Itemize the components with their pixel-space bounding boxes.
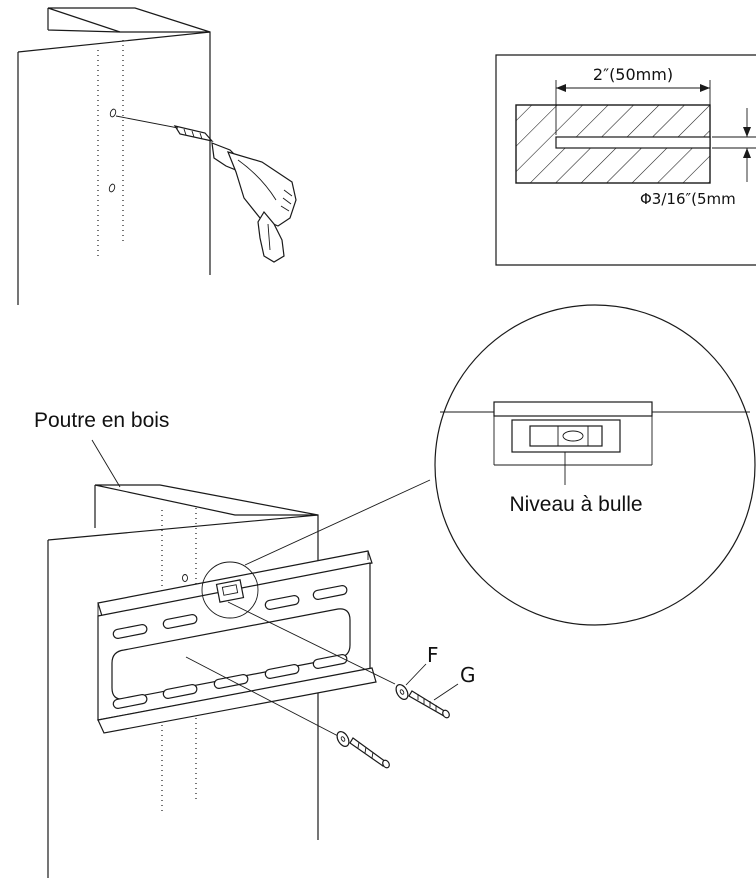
drill-icon bbox=[115, 115, 297, 263]
part-g-label: G bbox=[460, 663, 476, 687]
pilot-hole-upper bbox=[109, 108, 117, 118]
pilot-hole-lower bbox=[108, 183, 116, 193]
beam-label: Poutre en bois bbox=[34, 409, 169, 432]
leader-f bbox=[405, 663, 427, 686]
bubble-level-small bbox=[201, 561, 259, 619]
level-detail-circle bbox=[434, 304, 756, 626]
magnifier-leader bbox=[244, 479, 431, 566]
hole-depth-label: 2″(50mm) bbox=[593, 65, 673, 84]
leader-g bbox=[433, 683, 459, 701]
washer-bottom bbox=[336, 731, 350, 747]
level-label: Niveau à bulle bbox=[509, 493, 642, 516]
wall-stud-top bbox=[17, 7, 211, 305]
hole-diameter-label: Φ3/16″(5mm bbox=[640, 190, 736, 208]
wall-bracket bbox=[97, 550, 377, 734]
part-f-label: F bbox=[427, 643, 439, 667]
washer-f bbox=[395, 684, 409, 700]
beam-leader bbox=[91, 439, 121, 488]
hole-spec-inset: 2″(50mm) Φ3/16″(5mm bbox=[495, 54, 756, 266]
screw-g bbox=[408, 690, 450, 719]
screw-bottom bbox=[349, 737, 390, 769]
